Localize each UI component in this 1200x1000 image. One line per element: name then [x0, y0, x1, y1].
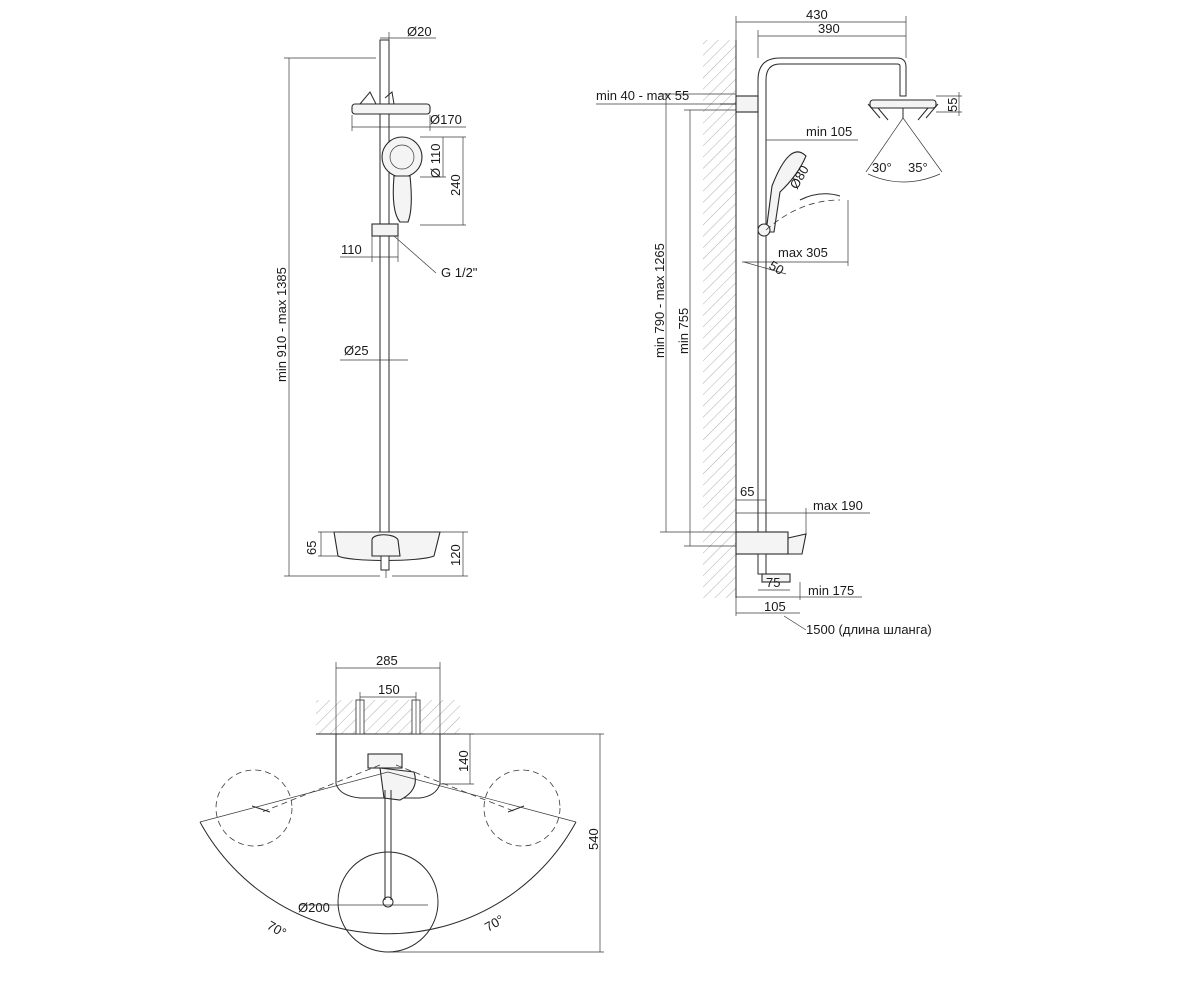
- hand-shower-handle: [392, 175, 412, 223]
- thread-label: G 1/2": [441, 265, 478, 280]
- dim-head-height: 55: [945, 98, 960, 112]
- angle-right: 35°: [908, 160, 928, 175]
- top-mixer: [367, 753, 403, 769]
- dim-mixer-height: 65: [304, 541, 319, 555]
- top-head-center: [337, 851, 439, 953]
- angle-top-right: 70°: [482, 912, 507, 935]
- dim-spout: 75: [766, 575, 780, 590]
- dim-top-projection: 140: [456, 750, 471, 772]
- dim-top-depth: 540: [586, 828, 601, 850]
- shower-column: [757, 57, 907, 533]
- front-view: Ø20 Ø170 Ø 110 240 110 G 1/2" Ø25 min 91…: [274, 24, 478, 578]
- dim-mixer-depth: max 190: [813, 498, 863, 513]
- dim-wall-bracket: min 40 - max 55: [596, 88, 689, 103]
- dim-arm-width: 390: [818, 21, 840, 36]
- dim-holder-angle: 50: [767, 258, 787, 278]
- spout-side: [761, 573, 791, 583]
- dim-min-height: min 755: [676, 308, 691, 354]
- wall-hatch: [703, 40, 736, 598]
- side-view: 430 390 min 40 - max 55 55 min 105 Ø80 3…: [596, 7, 962, 637]
- dim-total-height: min 910 - max 1385: [274, 267, 289, 382]
- dim-head-diameter: Ø170: [430, 112, 462, 127]
- mixer-side: [735, 531, 789, 555]
- dim-top-inner: 150: [378, 682, 400, 697]
- hose-length-label: 1500 (длина шланга): [806, 622, 932, 637]
- hand-shower-side: [765, 151, 807, 233]
- top-view: 285 150 70° 70° Ø200 140: [199, 653, 604, 953]
- dim-top-head: Ø200: [298, 900, 330, 915]
- dim-pipe-top: Ø20: [407, 24, 432, 39]
- dim-top-outer: 285: [376, 653, 398, 668]
- dim-spout-min: min 175: [808, 583, 854, 598]
- top-head-right: [483, 769, 561, 847]
- top-wall-hatch: [316, 700, 460, 734]
- dim-hand-diameter: Ø 110: [428, 144, 443, 178]
- dim-spout-base: 105: [764, 599, 786, 614]
- hand-shower-face: [381, 136, 423, 178]
- slide-holder: [371, 223, 399, 237]
- mixer-body: [371, 534, 401, 557]
- dim-overall-width: 430: [806, 7, 828, 22]
- angle-left: 30°: [872, 160, 892, 175]
- head-shower: [351, 103, 431, 115]
- top-head-left: [215, 769, 293, 847]
- dim-hand-length: 240: [448, 174, 463, 196]
- angle-top-left: 70°: [265, 918, 290, 941]
- dim-handshower-offset: min 105: [806, 124, 852, 139]
- wall-bracket: [735, 95, 759, 113]
- dim-rail-diameter: Ø25: [344, 343, 369, 358]
- head-shower-side: [869, 99, 937, 109]
- dim-hose-reach: max 305: [778, 245, 828, 260]
- dim-rail-offset: 65: [740, 484, 754, 499]
- top-pipe: [379, 39, 390, 111]
- dim-height-range: min 790 - max 1265: [652, 243, 667, 358]
- slide-rail: [379, 113, 390, 535]
- dim-holder-offset: 110: [341, 242, 362, 257]
- swing-arc: [199, 821, 577, 935]
- dim-mixer-total: 120: [448, 544, 463, 566]
